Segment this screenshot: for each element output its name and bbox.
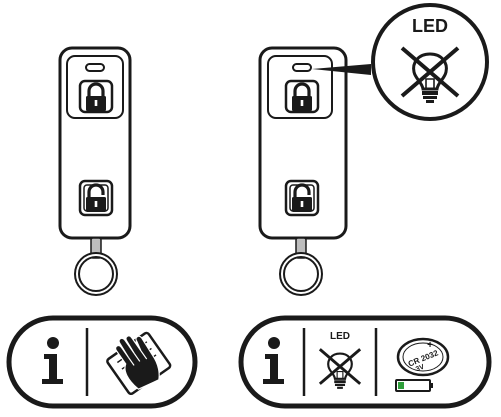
info-panel-battery: LED + CR 2032 3V [241,318,489,406]
unlock-button [286,181,318,215]
led-window [86,64,104,71]
remote-left [60,48,130,293]
callout-led-label: LED [412,16,448,36]
lock-button [80,81,112,112]
lock-button [286,81,318,112]
unlock-button [80,181,112,215]
coin-battery-icon: + CR 2032 3V [398,339,448,375]
battery-level-fill [398,382,404,389]
info-panel-cleaning [9,318,195,406]
panel-led-label: LED [330,331,350,342]
led-window [293,64,311,71]
led-off-callout: LED [373,5,487,119]
remote-right [260,48,346,293]
battery-level-icon [396,380,433,391]
